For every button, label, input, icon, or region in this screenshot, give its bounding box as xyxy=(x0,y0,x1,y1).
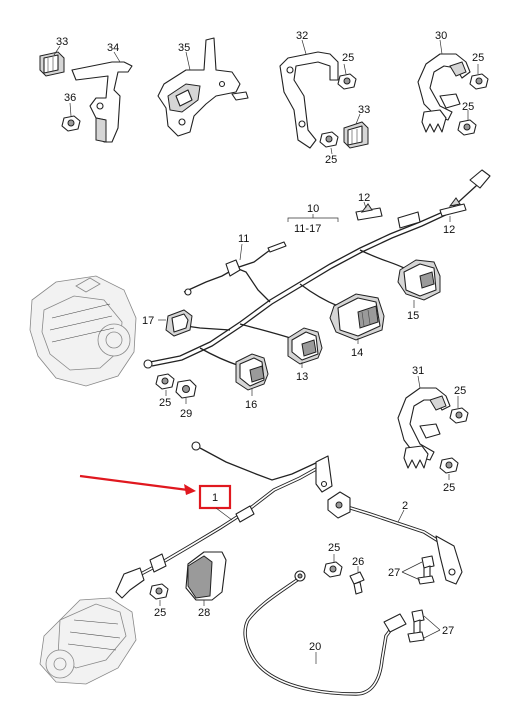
label-15: 15 xyxy=(407,310,419,322)
label-29: 29 xyxy=(180,408,192,420)
label-26: 26 xyxy=(352,556,364,568)
label-13: 13 xyxy=(296,371,308,383)
label-12a: 12 xyxy=(358,192,370,204)
leader-25a xyxy=(343,63,347,75)
part-25-nut-f[interactable] xyxy=(449,407,469,424)
leader-36 xyxy=(69,102,72,117)
label-35: 35 xyxy=(178,42,190,54)
label-36: 36 xyxy=(64,92,76,104)
part-1-cable[interactable] xyxy=(115,441,333,599)
part-25-nut-i[interactable] xyxy=(149,583,169,600)
label-28: 28 xyxy=(198,607,210,619)
label-14: 14 xyxy=(351,347,363,359)
leader-27b-2 xyxy=(423,629,441,639)
part-36-nut[interactable] xyxy=(61,115,81,132)
part-34-bracket[interactable] xyxy=(71,61,133,143)
part-20-cable[interactable] xyxy=(243,570,407,696)
part-27-stud-b[interactable] xyxy=(407,609,425,643)
label-17: 17 xyxy=(142,315,154,327)
part-25-nut-h[interactable] xyxy=(323,561,343,578)
label-12b: 12 xyxy=(443,224,455,236)
part-13-connector[interactable] xyxy=(287,327,323,365)
part-33-clip-right[interactable] xyxy=(343,121,369,149)
starter-motor-illustration xyxy=(39,597,137,685)
part-35-large-bracket[interactable] xyxy=(157,37,249,137)
leader-11 xyxy=(239,243,243,261)
leader-33a xyxy=(53,45,61,56)
label-33a: 33 xyxy=(56,36,68,48)
leader-30 xyxy=(439,39,443,55)
part-16-connector[interactable] xyxy=(235,353,269,391)
leader-35 xyxy=(185,51,191,71)
part-29-nut[interactable] xyxy=(175,379,197,399)
part-25-nut-c[interactable] xyxy=(469,73,489,90)
label-27b: 27 xyxy=(442,625,454,637)
label-25e: 25 xyxy=(159,397,171,409)
part-25-nut-a[interactable] xyxy=(337,73,357,90)
leader-2 xyxy=(397,509,405,523)
leader-34 xyxy=(113,51,121,63)
label-25a: 25 xyxy=(342,52,354,64)
alternator-illustration xyxy=(29,275,137,387)
part-25-nut-b[interactable] xyxy=(319,131,339,148)
part-26-bolt[interactable] xyxy=(349,571,365,595)
part-2-ground-cable[interactable] xyxy=(327,491,463,585)
label-11-17: 11-17 xyxy=(294,223,321,235)
part-27-stud-a[interactable] xyxy=(417,555,435,585)
part-28-cover-cap[interactable] xyxy=(185,551,227,601)
leader-27b-1 xyxy=(423,615,441,631)
label-25f: 25 xyxy=(454,385,466,397)
label-25d: 25 xyxy=(462,101,474,113)
part-32-bracket[interactable] xyxy=(279,51,339,149)
part-30-wire-holder[interactable] xyxy=(417,53,471,133)
label-20: 20 xyxy=(309,641,321,653)
label-16: 16 xyxy=(245,399,257,411)
part-11-cable-clip[interactable] xyxy=(183,241,287,296)
leader-1 xyxy=(215,507,233,521)
leader-33b xyxy=(355,113,361,125)
highlight-box xyxy=(198,484,232,510)
label-30: 30 xyxy=(435,30,447,42)
label-32: 32 xyxy=(296,30,308,42)
label-34: 34 xyxy=(107,42,119,54)
part-14-connector[interactable] xyxy=(329,293,385,341)
leader-32 xyxy=(301,39,307,55)
label-31: 31 xyxy=(412,365,424,377)
leader-31 xyxy=(417,375,421,389)
label-25g: 25 xyxy=(443,482,455,494)
leader-25b xyxy=(330,147,333,155)
part-12-clip-b[interactable] xyxy=(439,197,467,217)
bracket-10 xyxy=(287,217,339,222)
part-17-connector[interactable] xyxy=(165,309,193,337)
part-31-wire-holder[interactable] xyxy=(397,387,451,469)
label-33b: 33 xyxy=(358,104,370,116)
part-25-nut-g[interactable] xyxy=(439,457,459,474)
leader-27a-1 xyxy=(401,561,423,573)
label-25c: 25 xyxy=(472,52,484,64)
leader-27a-2 xyxy=(401,571,421,581)
label-25b: 25 xyxy=(325,154,337,166)
label-1: 1 xyxy=(212,492,218,504)
label-27a: 27 xyxy=(388,567,400,579)
red-arrow-icon xyxy=(79,474,196,495)
part-33-clip-top-left[interactable] xyxy=(39,51,65,77)
label-25h: 25 xyxy=(328,542,340,554)
label-10: 10 xyxy=(307,203,319,215)
part-25-nut-e[interactable] xyxy=(155,373,175,390)
label-25i: 25 xyxy=(154,607,166,619)
leader-12a xyxy=(363,201,367,209)
label-11: 11 xyxy=(238,233,249,245)
part-15-connector[interactable] xyxy=(397,259,441,301)
part-12-clip-a[interactable] xyxy=(355,203,383,221)
part-25-nut-d[interactable] xyxy=(457,119,477,136)
label-2: 2 xyxy=(402,500,408,512)
